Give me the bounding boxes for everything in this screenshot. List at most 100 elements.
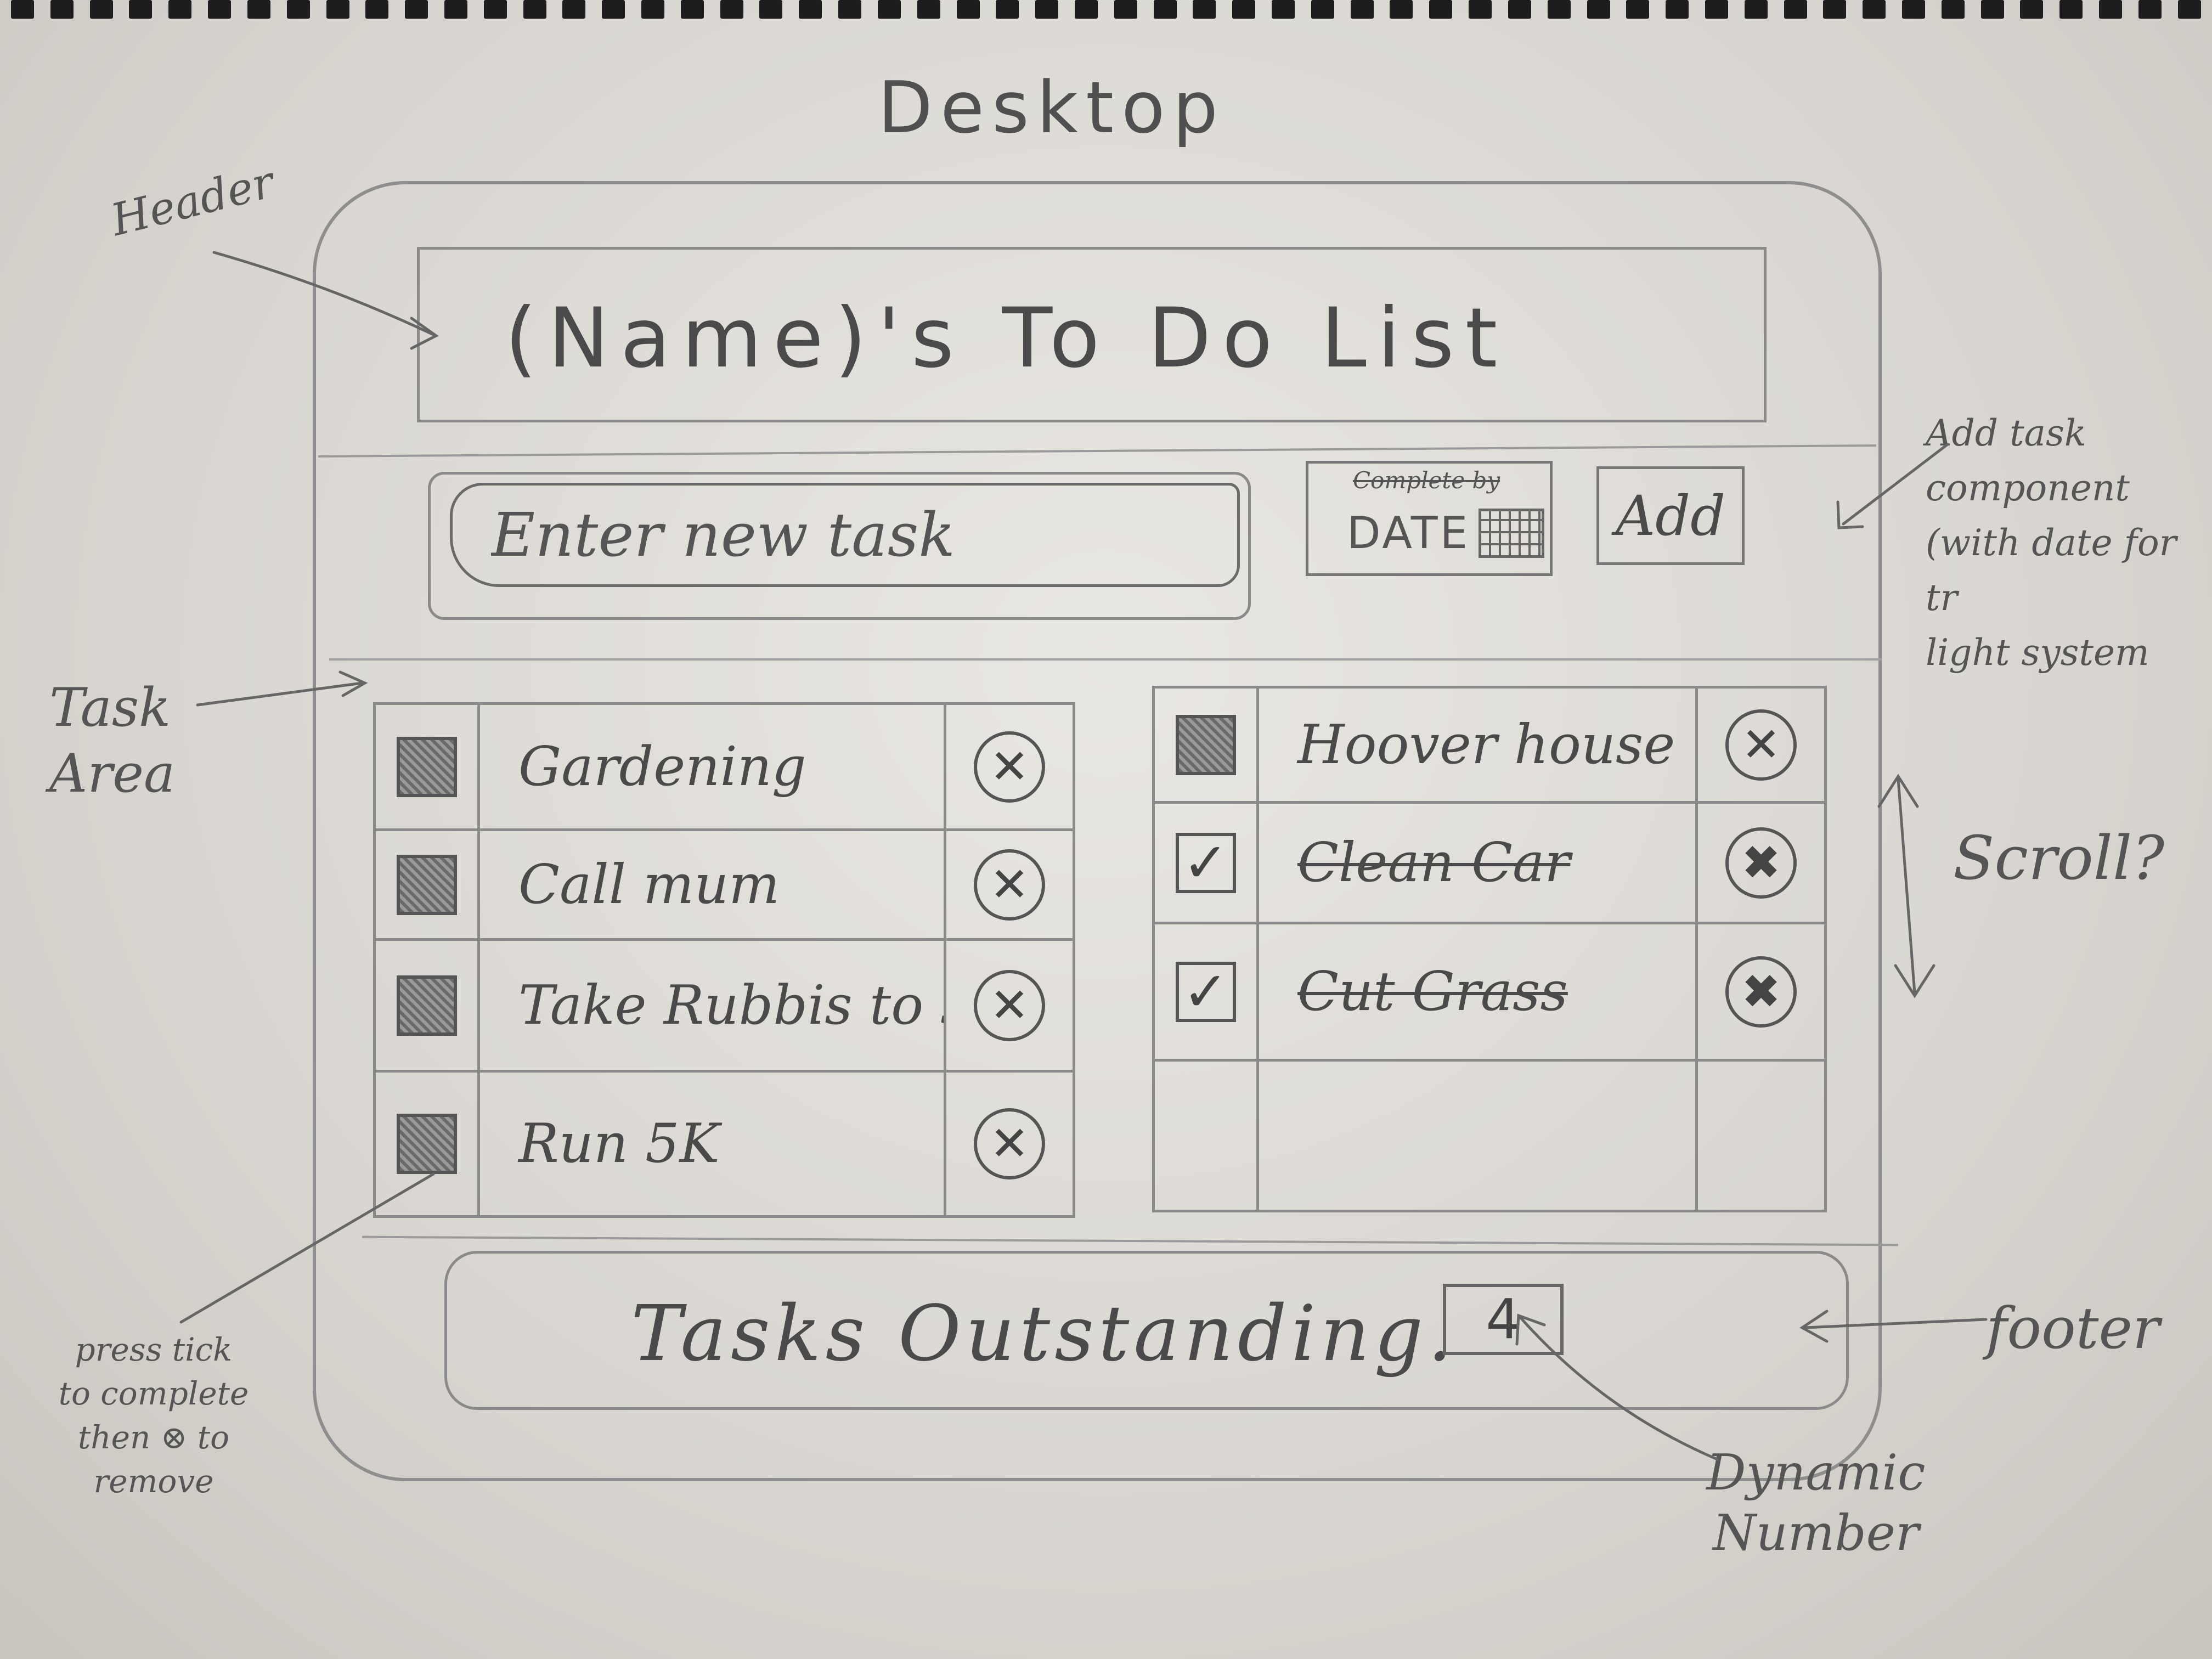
- remove-task-icon[interactable]: ✕: [974, 1108, 1045, 1180]
- footer-arrow: [1803, 1318, 1988, 1329]
- task-label: Take Rubbis to skip: [518, 974, 944, 1037]
- remove-task-icon[interactable]: ✕: [974, 731, 1045, 803]
- binding-hole: [444, 0, 467, 19]
- date-label: DATE: [1347, 507, 1470, 558]
- binding-hole: [1350, 0, 1374, 19]
- scroll-arrow: [1897, 777, 1916, 995]
- binding-hole: [1823, 0, 1847, 19]
- scroll-arrowhead-up: [1877, 774, 1919, 808]
- binding-hole: [1941, 0, 1965, 19]
- add-task-panel: [428, 472, 1251, 620]
- binding-hole: [405, 0, 428, 19]
- annotation-dynamic-number: Dynamic Number: [1706, 1444, 1926, 1562]
- task-row: Hoover house ✕: [1155, 689, 1824, 804]
- binding-hole: [326, 0, 349, 19]
- binding-hole: [877, 0, 901, 19]
- binding-hole: [1390, 0, 1413, 19]
- dynamic-number-arrow: [1518, 1315, 1719, 1461]
- binding-hole: [1429, 0, 1453, 19]
- binding-hole: [562, 0, 586, 19]
- binding-hole: [996, 0, 1019, 19]
- binding-hole: [1744, 0, 1768, 19]
- task-label: Run 5K: [518, 1113, 720, 1175]
- binding-hole: [602, 0, 625, 19]
- task-label: Cut Grass: [1297, 960, 1568, 1023]
- task-label: Hoover house: [1297, 713, 1675, 776]
- task-row: Run 5K ✕: [376, 1073, 1073, 1215]
- annotation-task-area: Task Area: [49, 677, 176, 804]
- binding-hole: [1784, 0, 1807, 19]
- header-arrow: [212, 251, 435, 336]
- complete-by-date-picker[interactable]: Complete by DATE: [1306, 461, 1553, 576]
- task-row: Gardening ✕: [376, 705, 1073, 831]
- binding-hole: [1547, 0, 1571, 19]
- binding-hole: [365, 0, 389, 19]
- task-area-arrow: [196, 681, 364, 707]
- press-tick-arrow: [179, 1172, 435, 1324]
- spiral-binding: [0, 0, 2212, 24]
- binding-hole: [129, 0, 153, 19]
- task-checkbox[interactable]: [396, 1114, 457, 1174]
- annotation-press-tick: press tick to complete then ⊗ to remove: [58, 1331, 249, 1500]
- binding-hole: [720, 0, 743, 19]
- page-title: Desktop: [878, 66, 1226, 149]
- remove-task-icon[interactable]: ✕: [974, 969, 1045, 1041]
- header-title: (Name)'s To Do List: [505, 291, 1509, 386]
- tasks-outstanding-count: 4: [1443, 1284, 1564, 1355]
- task-row: Take Rubbis to skip ✕: [376, 941, 1073, 1073]
- remove-task-icon[interactable]: ✕: [1725, 709, 1797, 781]
- footer-arrowhead: [1799, 1310, 1829, 1343]
- binding-hole: [1902, 0, 1925, 19]
- binding-hole: [917, 0, 940, 19]
- binding-hole: [247, 0, 270, 19]
- task-list-right: Hoover house ✕ ✓ Clean Car ✖ ✓ Cut Grass…: [1152, 686, 1827, 1212]
- remove-task-icon[interactable]: ✖: [1725, 827, 1797, 899]
- binding-hole: [2177, 0, 2201, 19]
- binding-hole: [2020, 0, 2044, 19]
- header-arrowhead: [410, 317, 439, 350]
- binding-hole: [1626, 0, 1650, 19]
- annotation-scroll: Scroll?: [1953, 823, 2165, 893]
- task-area-arrowhead: [338, 670, 368, 697]
- scroll-arrowhead-down: [1894, 964, 1936, 998]
- binding-hole: [799, 0, 822, 19]
- binding-hole: [1666, 0, 1689, 19]
- task-checkbox[interactable]: [396, 854, 457, 915]
- add-task-arrowhead: [1836, 500, 1864, 529]
- binding-hole: [1980, 0, 2004, 19]
- task-checkbox[interactable]: [396, 736, 457, 797]
- binding-hole: [1863, 0, 1886, 19]
- add-task-arrow: [1842, 443, 1949, 526]
- task-area: [329, 658, 1882, 1245]
- task-checkbox-checked[interactable]: ✓: [1175, 961, 1236, 1022]
- task-row: ✓ Clean Car ✖: [1155, 804, 1824, 924]
- task-checkbox-checked[interactable]: ✓: [1175, 832, 1236, 893]
- task-checkbox[interactable]: [1175, 714, 1236, 775]
- remove-task-icon[interactable]: ✖: [1725, 956, 1797, 1028]
- task-list-left: Gardening ✕ Call mum ✕ Take Rubbis to sk…: [373, 702, 1075, 1218]
- annotation-footer: footer: [1986, 1295, 2160, 1362]
- remove-task-icon[interactable]: ✕: [974, 849, 1045, 921]
- binding-hole: [1114, 0, 1137, 19]
- new-task-input[interactable]: [450, 483, 1240, 587]
- add-task-button[interactable]: Add: [1596, 466, 1745, 565]
- binding-hole: [1311, 0, 1334, 19]
- binding-hole: [759, 0, 783, 19]
- empty-task-row: [1155, 1062, 1824, 1210]
- binding-hole: [2138, 0, 2162, 19]
- tasks-outstanding-label: Tasks Outstanding.: [631, 1289, 1457, 1379]
- task-checkbox[interactable]: [396, 975, 457, 1036]
- binding-hole: [50, 0, 74, 19]
- binding-hole: [1232, 0, 1256, 19]
- binding-hole: [838, 0, 862, 19]
- binding-hole: [523, 0, 546, 19]
- dynamic-number-arrowhead: [1515, 1313, 1546, 1346]
- binding-hole: [208, 0, 232, 19]
- binding-hole: [1153, 0, 1177, 19]
- header-bar: [417, 247, 1767, 422]
- binding-hole: [1508, 0, 1531, 19]
- task-label: Clean Car: [1297, 831, 1571, 894]
- binding-hole: [1074, 0, 1098, 19]
- binding-hole: [168, 0, 192, 19]
